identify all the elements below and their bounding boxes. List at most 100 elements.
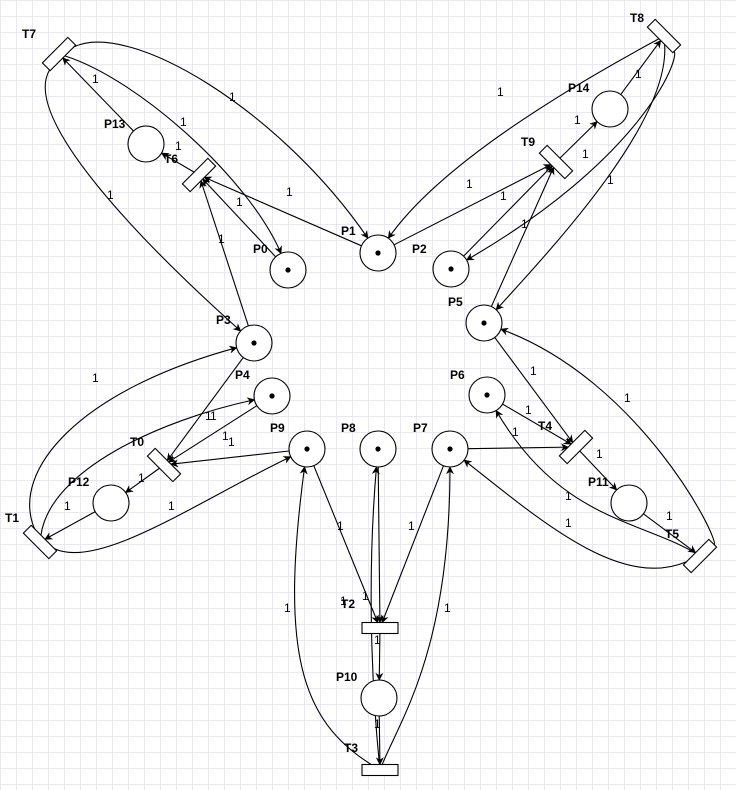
place-p4[interactable]	[253, 377, 291, 415]
transition-bar[interactable]	[181, 157, 217, 193]
place-p6[interactable]	[468, 376, 506, 414]
transition-t8[interactable]	[646, 18, 682, 54]
arc-weight-label: 1	[92, 72, 99, 86]
transition-label-t6: T6	[164, 152, 178, 166]
arc-p2-to-t9	[463, 165, 553, 257]
arc-weight-label: 1	[374, 633, 381, 647]
place-label-p12: P12	[68, 475, 90, 489]
arc-weight-label: 1	[444, 601, 451, 615]
arc-weight-label: 1	[512, 425, 519, 439]
transition-bar[interactable]	[146, 447, 182, 483]
transition-t2[interactable]	[361, 621, 399, 635]
transition-bar[interactable]	[538, 144, 574, 180]
token-dot	[304, 446, 310, 452]
transition-bar[interactable]	[361, 763, 399, 777]
place-label-p4: P4	[235, 368, 250, 382]
transition-label-t8: T8	[630, 11, 644, 25]
token-dot	[481, 320, 487, 326]
place-p8[interactable]	[359, 430, 397, 468]
arc-p10-to-t3	[375, 715, 384, 766]
arc-weight-label: 1	[408, 519, 415, 533]
place-p12[interactable]	[92, 484, 130, 522]
place-p13[interactable]	[127, 125, 165, 163]
place-p14[interactable]	[591, 90, 629, 128]
arc-weight-label: 1	[340, 594, 347, 608]
transition-t6[interactable]	[181, 157, 217, 193]
arc-weight-label: 1	[607, 173, 614, 187]
arc-t5-to-p6	[495, 409, 696, 554]
transition-bar[interactable]	[41, 36, 77, 72]
arc-t8-to-p2	[465, 50, 676, 261]
transition-label-t2: T2	[341, 597, 355, 611]
arc-p5-to-t9	[490, 166, 555, 307]
place-p7[interactable]	[431, 430, 469, 468]
arc-t3-to-p7	[381, 466, 454, 765]
transition-bar[interactable]	[558, 429, 594, 465]
arc-weight-label: 1	[500, 189, 507, 203]
transition-t0[interactable]	[146, 447, 182, 483]
place-circle[interactable]	[92, 484, 130, 522]
arc-weight-label: 1	[525, 403, 532, 417]
transition-bar[interactable]	[646, 18, 682, 54]
place-circle[interactable]	[591, 90, 629, 128]
transition-label-t4: T4	[538, 419, 552, 433]
arc-t7-to-p3	[44, 69, 242, 332]
arc-weight-label: 1	[582, 147, 589, 161]
arc-p6-to-t4	[502, 403, 572, 445]
place-p5[interactable]	[465, 304, 503, 342]
place-p10[interactable]	[360, 679, 398, 717]
arc-weight-label: 1	[574, 113, 581, 127]
place-label-p3: P3	[216, 313, 231, 327]
arc-weight-label: 1	[107, 188, 114, 202]
transition-t9[interactable]	[538, 144, 574, 180]
token-dot	[251, 340, 257, 346]
transition-label-t7: T7	[22, 27, 36, 41]
arc-p12-to-t1	[44, 511, 96, 540]
place-p2[interactable]	[432, 250, 470, 288]
arc-t0-to-p12	[124, 467, 160, 493]
arc-t8-to-p1	[387, 38, 660, 239]
place-label-p6: P6	[450, 368, 465, 382]
transition-t5[interactable]	[682, 538, 718, 574]
transition-t4[interactable]	[558, 429, 594, 465]
transition-label-t9: T9	[521, 135, 535, 149]
arc-p1-to-t6	[203, 176, 362, 247]
transition-bar[interactable]	[22, 524, 58, 560]
place-label-p7: P7	[413, 421, 428, 435]
arc-t3-to-p8	[370, 466, 380, 765]
arc-weight-label: 1	[374, 717, 381, 731]
place-circle[interactable]	[127, 125, 165, 163]
transition-bar[interactable]	[361, 621, 399, 635]
arc-weight-label: 1	[229, 90, 236, 104]
arc-t7-to-p0	[64, 55, 282, 255]
place-circle[interactable]	[610, 484, 648, 522]
arc-t5-to-p7	[463, 459, 687, 569]
transition-t3[interactable]	[361, 763, 399, 777]
place-p11[interactable]	[610, 484, 648, 522]
transition-bar[interactable]	[682, 538, 718, 574]
token-dot	[269, 393, 275, 399]
arc-p1-to-t9	[393, 164, 552, 246]
place-circle[interactable]	[360, 679, 398, 717]
arc-weight-label: 1	[222, 429, 229, 443]
arc-weight-label: 1	[530, 364, 537, 378]
place-p9[interactable]	[288, 430, 326, 468]
arc-p3-to-t6	[199, 180, 249, 327]
arc-weight-label: 1	[635, 67, 642, 81]
place-p0[interactable]	[269, 251, 307, 289]
place-label-p0: P0	[253, 242, 268, 256]
arc-weight-label: 1	[565, 489, 572, 503]
place-label-p1: P1	[341, 224, 356, 238]
transition-t1[interactable]	[22, 524, 58, 560]
arc-weight-label: 1	[138, 471, 145, 485]
arc-t5-to-p5	[500, 327, 715, 546]
place-p3[interactable]	[235, 324, 273, 362]
arc-t9-to-p14	[559, 121, 598, 159]
arc-weight-label: 1	[205, 409, 212, 423]
transition-t7[interactable]	[41, 36, 77, 72]
place-p1[interactable]	[359, 234, 397, 272]
place-label-p11: P11	[588, 475, 609, 489]
arc-t1-to-p3	[29, 345, 238, 529]
